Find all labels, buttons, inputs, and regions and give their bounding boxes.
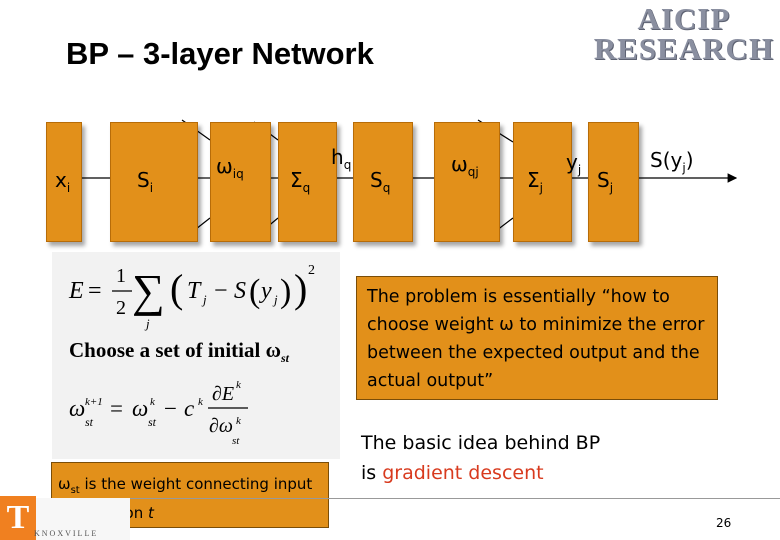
- svg-text:): ): [294, 266, 307, 311]
- logo-line-1: AICIP: [637, 1, 731, 36]
- svg-text:st: st: [148, 415, 157, 429]
- problem-callout: The problem is essentially “how to choos…: [356, 276, 718, 400]
- svg-text:j: j: [272, 292, 278, 307]
- svg-text:ω: ω: [132, 396, 148, 421]
- hidden-weight-node: [434, 122, 500, 242]
- input-weight-label: ωiq: [216, 154, 244, 181]
- svg-text:=: =: [110, 396, 123, 421]
- svg-text:k: k: [236, 415, 242, 427]
- svg-text:E: E: [68, 278, 84, 304]
- aicip-research-logo: AICIP RESEARCH: [593, 1, 774, 66]
- svg-text:=: =: [88, 278, 102, 304]
- hidden-output-label: hq: [331, 145, 352, 172]
- output-activation-label: Sj: [597, 168, 614, 195]
- input-activation-node: [110, 122, 198, 242]
- svg-text:st: st: [85, 415, 94, 429]
- svg-text:∂E: ∂E: [212, 383, 234, 405]
- hidden-sum-label: Σq: [290, 168, 311, 195]
- output-y-label: yj: [566, 150, 582, 177]
- choose-initial-weights: Choose a set of initial ωst: [69, 338, 289, 366]
- output-sum-label: Σj: [527, 168, 543, 195]
- svg-text:−: −: [164, 396, 177, 421]
- update-equation: ω st k+1 = ω st k − c k ∂E k ∂ω st k: [69, 379, 248, 447]
- hidden-weight-label: ωqj: [451, 152, 479, 179]
- svg-text:): ): [280, 273, 291, 310]
- hidden-activation-label: Sq: [370, 168, 391, 195]
- output-activation-node: [588, 122, 639, 242]
- svg-text:k: k: [236, 379, 242, 391]
- input-activation-label: Si: [137, 168, 154, 195]
- hidden-activation-node: [353, 122, 413, 242]
- svg-text:y: y: [259, 278, 272, 304]
- output-sum-node: [513, 122, 572, 242]
- svg-text:1: 1: [116, 265, 126, 287]
- svg-text:(: (: [170, 266, 183, 311]
- output-signal-label: S(yj): [650, 148, 694, 175]
- svg-text:k: k: [198, 396, 204, 408]
- hidden-sum-node: [278, 122, 337, 242]
- svg-text:j: j: [201, 292, 207, 307]
- svg-text:k: k: [150, 396, 156, 408]
- svg-text:k+1: k+1: [85, 396, 103, 408]
- equation-panel: E = 1 2 ∑ j ( T j − S ( y j ) ) 2 ω st k…: [52, 252, 340, 459]
- basic-idea-text: The basic idea behind BP is gradient des…: [361, 432, 601, 484]
- svg-text:S: S: [234, 278, 246, 304]
- svg-text:T: T: [187, 278, 202, 304]
- svg-text:c: c: [184, 396, 194, 421]
- knoxville-label: KNOXVILLE: [34, 529, 99, 538]
- footer-logo-strip: [30, 498, 130, 540]
- svg-text:(: (: [249, 273, 260, 310]
- slide-title: BP – 3-layer Network: [66, 36, 374, 71]
- footer-divider: [0, 498, 780, 499]
- svg-text:−: −: [214, 278, 228, 304]
- svg-text:∑: ∑: [132, 265, 165, 316]
- svg-text:∂ω: ∂ω: [209, 415, 233, 437]
- gradient-descent-highlight: gradient descent: [382, 462, 544, 484]
- input-label: xi: [55, 168, 71, 195]
- university-t-logo: T: [0, 496, 36, 540]
- error-equation: E = 1 2 ∑ j ( T j − S ( y j ) ) 2 ω st k…: [68, 263, 315, 447]
- input-weight-node: [210, 122, 271, 242]
- svg-text:2: 2: [308, 263, 315, 278]
- logo-line-2: RESEARCH: [593, 31, 774, 66]
- svg-text:ω: ω: [69, 396, 85, 421]
- svg-text:2: 2: [116, 297, 126, 319]
- svg-text:st: st: [232, 435, 240, 447]
- input-node: [46, 122, 82, 242]
- svg-text:j: j: [144, 316, 150, 331]
- page-number: 26: [716, 516, 732, 530]
